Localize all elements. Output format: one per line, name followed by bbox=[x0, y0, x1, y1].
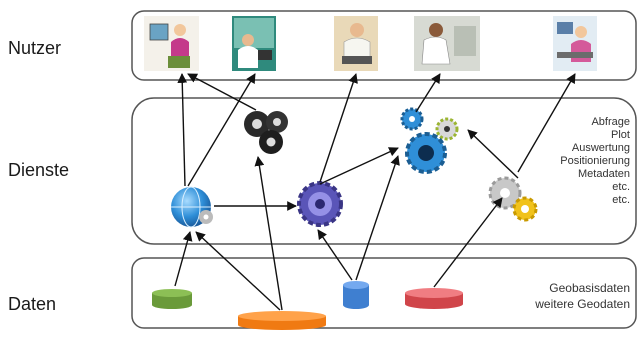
database-icon bbox=[152, 289, 192, 309]
service-item: Auswertung bbox=[571, 142, 630, 154]
user-photo-icon bbox=[232, 16, 276, 71]
database-icon bbox=[238, 311, 326, 330]
row-label-services: Dienste bbox=[8, 160, 70, 180]
data-item: weitere Geodaten bbox=[535, 297, 630, 311]
row-label-data: Daten bbox=[8, 294, 57, 314]
database-icon bbox=[343, 281, 369, 309]
purple-gear-icon bbox=[297, 181, 343, 227]
row-label-users: Nutzer bbox=[8, 38, 62, 58]
database-icon bbox=[405, 288, 463, 309]
user-photo-icon bbox=[144, 16, 199, 71]
users-layer-frame bbox=[131, 10, 637, 81]
service-item: etc. bbox=[612, 194, 630, 206]
flow-arrows bbox=[174, 73, 576, 311]
data-layer-frame bbox=[131, 257, 637, 329]
data-list: Geobasisdaten weitere Geodaten bbox=[490, 280, 630, 312]
globe-service-icon bbox=[171, 186, 213, 228]
service-item: etc. bbox=[612, 181, 630, 193]
user-photo-icon bbox=[334, 16, 378, 71]
blue-gears-icon bbox=[400, 107, 459, 174]
user-photo-icon bbox=[414, 16, 480, 71]
dark-gears-icon bbox=[244, 111, 288, 154]
services-layer-frame bbox=[131, 97, 637, 245]
service-item: Positionierung bbox=[560, 155, 630, 167]
service-item: Plot bbox=[611, 129, 630, 141]
service-item: Abfrage bbox=[591, 116, 630, 128]
services-list: Abfrage Plot Auswertung Positionierung M… bbox=[520, 116, 630, 207]
user-photo-icon bbox=[553, 16, 597, 71]
data-item: Geobasisdaten bbox=[549, 281, 630, 295]
service-item: Metadaten bbox=[578, 168, 630, 180]
